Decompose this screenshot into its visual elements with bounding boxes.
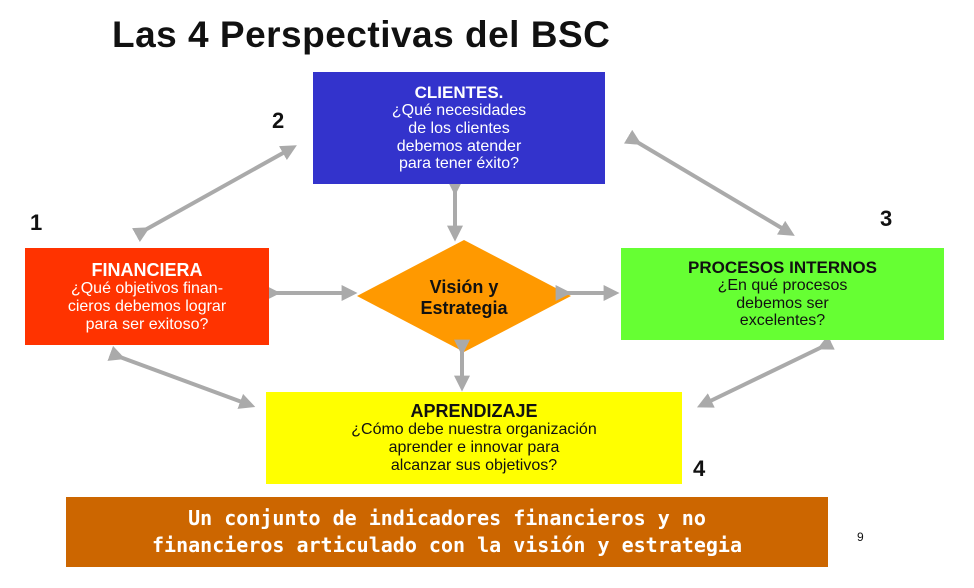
clientes-line: debemos atender <box>396 137 522 155</box>
procesos-line: debemos ser <box>736 294 829 312</box>
arrow-procesos-aprendizaje <box>696 335 835 408</box>
arrow-financiera-clientes <box>132 145 297 243</box>
financiera-box: FINANCIERA ¿Qué objetivos finan- cieros … <box>25 248 269 345</box>
clientes-line: ¿Qué necesidades <box>391 101 527 119</box>
procesos-title: PROCESOS INTERNOS <box>688 257 877 277</box>
clientes-line: para tener éxito? <box>398 155 520 173</box>
page-title: Las 4 Perspectivas del BSC <box>112 14 611 55</box>
aprendizaje-title: APRENDIZAJE <box>410 401 538 422</box>
financiera-line: para ser exitoso? <box>85 315 209 333</box>
aprendizaje-line: alcanzar sus objetivos? <box>390 457 558 475</box>
vision-diamond <box>357 240 571 352</box>
clientes-line: de los clientes <box>408 119 510 137</box>
arrow-financiera-aprendizaje <box>107 345 256 409</box>
vision-line: Visión y <box>429 277 499 298</box>
aprendizaje-box: APRENDIZAJE ¿Cómo debe nuestra organizac… <box>266 392 682 484</box>
aprendizaje-line: ¿Cómo debe nuestra organización <box>351 421 597 439</box>
financiera-line: ¿Qué objetivos finan- <box>70 279 224 297</box>
number-clientes: 2 <box>272 108 285 133</box>
procesos-box: PROCESOS INTERNOS ¿En qué procesos debem… <box>621 248 944 340</box>
clientes-box: CLIENTES. ¿Qué necesidades de los client… <box>313 72 605 184</box>
number-procesos: 3 <box>880 206 893 231</box>
number-aprendizaje: 4 <box>693 456 706 481</box>
footer-line: financieros articulado con la visión y e… <box>151 533 742 557</box>
footer-banner: Un conjunto de indicadores financieros y… <box>66 497 828 567</box>
aprendizaje-line: aprender e innovar para <box>388 439 560 457</box>
clientes-title: CLIENTES. <box>414 82 504 102</box>
number-financiera: 1 <box>30 210 43 235</box>
procesos-line: excelentes? <box>739 312 826 330</box>
vision-line: Estrategia <box>420 298 508 318</box>
financiera-line: cieros debemos lograr <box>67 297 227 315</box>
arrow-clientes-procesos <box>623 129 795 236</box>
financiera-title: FINANCIERA <box>91 259 203 280</box>
procesos-line: ¿En qué procesos <box>717 276 848 294</box>
vision-label: Visión y Estrategia <box>376 268 552 328</box>
footer-line: Un conjunto de indicadores financieros y… <box>188 506 706 530</box>
page-number: 9 <box>857 530 864 544</box>
